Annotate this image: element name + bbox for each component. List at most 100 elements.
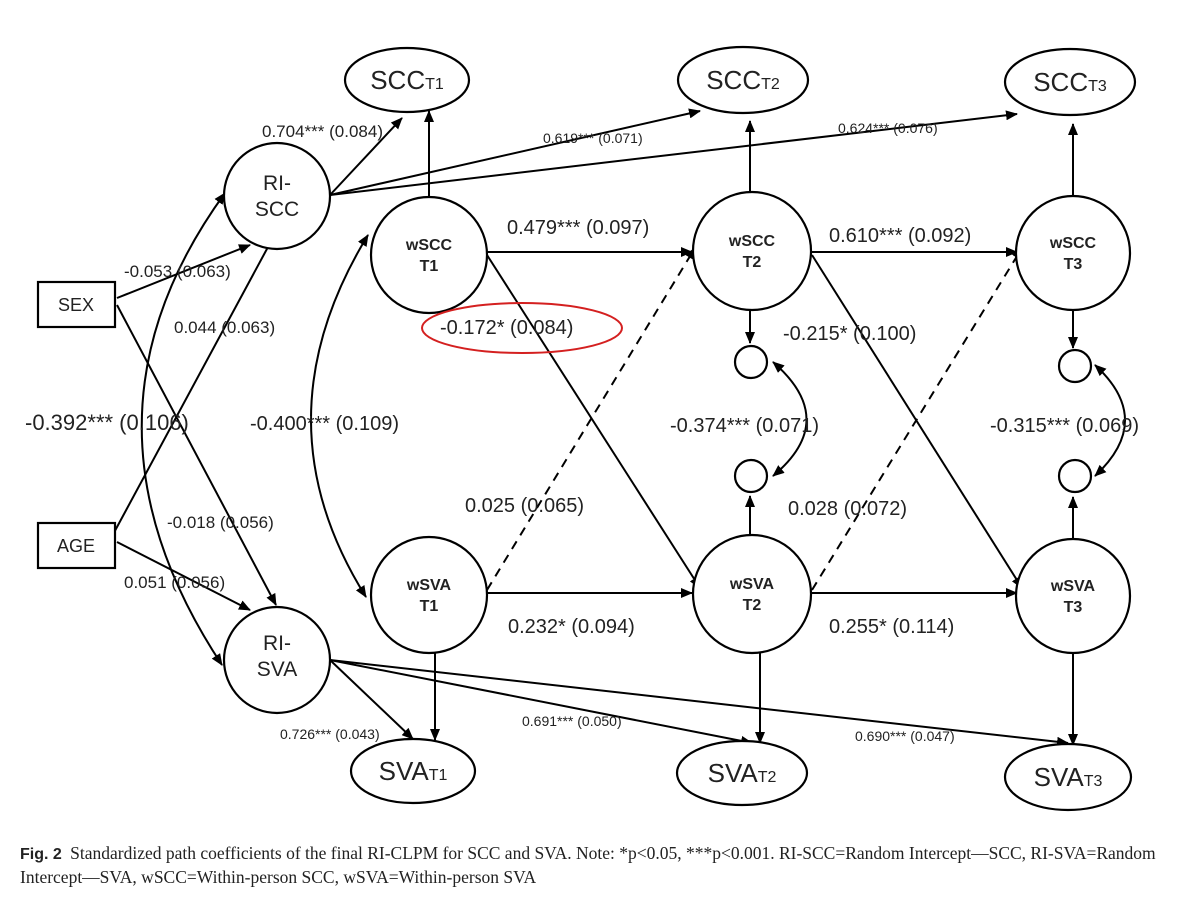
- caption-label: Fig. 2: [20, 846, 62, 863]
- coef-wscc-wsva-t1-cov: -0.400*** (0.109): [250, 413, 399, 435]
- svg-text:SVAT1: SVAT1: [379, 756, 448, 786]
- highlight-ring: [421, 302, 623, 354]
- sex-label: SEX: [58, 295, 94, 315]
- covariance-residuals-t3: [1094, 364, 1126, 477]
- node-scc-t2: [676, 45, 810, 115]
- coef-resid-cov-t2: -0.374*** (0.071): [670, 415, 819, 437]
- wscc-t3-label-line1: wSCC: [1049, 235, 1097, 252]
- path-age-to-ri-scc: [109, 233, 276, 541]
- coef-sex-ri-sva: -0.018 (0.056): [167, 513, 274, 532]
- node-wsva-t1: [369, 535, 489, 655]
- svg-text:SVAT2: SVAT2: [708, 758, 777, 788]
- age-label: AGE: [57, 536, 95, 556]
- path-age-to-ri-sva: [116, 541, 251, 611]
- path-ri-scc-to-scc-t1: [329, 117, 403, 196]
- node-ri-sva: [222, 605, 332, 715]
- node-wscc-t2: [691, 190, 813, 312]
- coef-ri-sva-sva-t3: 0.690*** (0.047): [855, 728, 955, 744]
- sva-t3-sub: T3: [1084, 773, 1103, 790]
- sva-t3-label: SVA: [1034, 762, 1085, 792]
- wsva-t3-label-line1: wSVA: [1050, 578, 1096, 595]
- coef-wsva-t2-wscc-t3: 0.028 (0.072): [788, 498, 907, 520]
- wsva-t2-label-line1: wSVA: [729, 576, 775, 593]
- residual-nodes: [733, 344, 1093, 494]
- coef-resid-cov-t3: -0.315*** (0.069): [990, 415, 1139, 437]
- path-wscc-t2-to-wsva-t3: [811, 254, 1023, 589]
- svg-text:SCCT3: SCCT3: [1033, 67, 1107, 97]
- random-intercepts: RI- SCC RI- SVA: [222, 141, 332, 715]
- node-wsva-t2: [691, 533, 813, 655]
- wsva-t2-label-line2: T2: [743, 597, 762, 614]
- coef-ri-scc-scc-t2: 0.619*** (0.071): [543, 130, 643, 146]
- coef-wscc-t2-wsva-t3: -0.215* (0.100): [783, 323, 916, 345]
- wsva-t1-label-line2: T1: [420, 598, 439, 615]
- node-sva-t2: [675, 739, 809, 807]
- coef-ri-scc-scc-t1: 0.704*** (0.084): [262, 122, 383, 141]
- coef-ri-scc-scc-t3: 0.624*** (0.076): [838, 120, 938, 136]
- wsva-t1-label-line1: wSVA: [406, 577, 452, 594]
- covariance-residuals-t2: [772, 361, 808, 477]
- residual-wscc-t3: [1057, 348, 1093, 384]
- scc-t2-label: SCC: [706, 65, 761, 95]
- node-scc-t3: [1003, 47, 1137, 117]
- path-ri-sva-to-sva-t3: [329, 659, 1069, 747]
- path-sex-to-ri-sva: [116, 304, 277, 606]
- node-age: [36, 521, 117, 570]
- coef-wscc-t2-t3: 0.610*** (0.092): [829, 225, 971, 247]
- ri-clpm-path-diagram: SCCT1 SCCT2 SCCT3 SVAT1 SVAT2 SVAT3 RI- …: [25, 45, 1139, 812]
- figure-caption: Fig. 2 Standardized path coefficients of…: [20, 842, 1185, 889]
- sva-t2-label: SVA: [708, 758, 759, 788]
- svg-text:SCCT2: SCCT2: [706, 65, 780, 95]
- path-wscc-t1-to-wsva-t2: [486, 254, 701, 589]
- scc-t2-sub: T2: [761, 76, 780, 93]
- edges: [109, 108, 1126, 747]
- wscc-t3-label-line2: T3: [1064, 256, 1083, 273]
- path-ri-sva-to-sva-t1: [329, 659, 414, 740]
- ri-sva-label-line1: RI-: [263, 632, 291, 655]
- scc-t3-sub: T3: [1088, 78, 1107, 95]
- path-sex-to-ri-scc: [116, 244, 251, 299]
- path-ri-sva-to-sva-t2: [329, 659, 753, 746]
- node-wscc-t3: [1014, 194, 1132, 312]
- coef-age-ri-scc: 0.044 (0.063): [174, 318, 275, 337]
- coef-ri-sva-sva-t1: 0.726*** (0.043): [280, 726, 380, 742]
- sva-t1-sub: T1: [429, 767, 448, 784]
- wscc-t2-label-line1: wSCC: [728, 233, 776, 250]
- wscc-t1-label-line2: T1: [420, 258, 439, 275]
- coef-sex-ri-scc: -0.053 (0.063): [124, 262, 231, 281]
- within-person-latents: wSCC T1 wSCC T2 wSCC T3 wSVA T1 wSVA T2 …: [369, 190, 1132, 655]
- ri-sva-label-line2: SVA: [257, 658, 297, 681]
- path-wsva-t1-to-wscc-t2: [486, 247, 696, 591]
- coefficient-labels: 0.704*** (0.084) 0.619*** (0.071) 0.624*…: [25, 120, 1139, 744]
- coef-wsva-t2-t3: 0.255* (0.114): [829, 616, 954, 638]
- svg-text:SVAT3: SVAT3: [1034, 762, 1103, 792]
- svg-text:SCCT1: SCCT1: [370, 65, 444, 95]
- ri-scc-label-line2: SCC: [255, 198, 299, 221]
- coef-wscc-t1-t2: 0.479*** (0.097): [507, 217, 649, 239]
- residual-wsva-t2: [733, 458, 769, 494]
- sva-t2-sub: T2: [758, 769, 777, 786]
- coef-wscc-t1-wsva-t2: -0.172* (0.084): [440, 317, 573, 339]
- residual-wsva-t3: [1057, 458, 1093, 494]
- path-ri-scc-to-scc-t3: [329, 110, 1018, 196]
- wscc-t2-label-line2: T2: [743, 254, 762, 271]
- observed-indicators: SCCT1 SCCT2 SCCT3 SVAT1 SVAT2 SVAT3: [343, 45, 1137, 812]
- covariance-wscc-t1-wsva-t1: [310, 234, 369, 598]
- wscc-t1-label-line1: wSCC: [405, 237, 453, 254]
- node-ri-scc: [222, 141, 332, 251]
- coef-wsva-t1-t2: 0.232* (0.094): [508, 616, 635, 638]
- node-sva-t3: [1003, 742, 1133, 812]
- caption-text: Standardized path coefficients of the fi…: [20, 843, 1156, 887]
- node-scc-t1: [343, 46, 471, 114]
- coef-ri-covariance: -0.392*** (0.106): [25, 410, 189, 435]
- path-ri-scc-to-scc-t2: [329, 108, 701, 196]
- ri-scc-label-line1: RI-: [263, 172, 291, 195]
- coef-wsva-t1-wscc-t2: 0.025 (0.065): [465, 495, 584, 517]
- wsva-t3-label-line2: T3: [1064, 599, 1083, 616]
- node-sva-t1: [349, 737, 477, 805]
- covariance-ri-scc-ri-sva: [140, 192, 226, 666]
- path-wsva-t2-to-wscc-t3: [811, 247, 1023, 591]
- coef-age-ri-sva: 0.051 (0.056): [124, 573, 225, 592]
- covariate-boxes: SEX AGE: [36, 280, 117, 570]
- residual-wscc-t2: [733, 344, 769, 380]
